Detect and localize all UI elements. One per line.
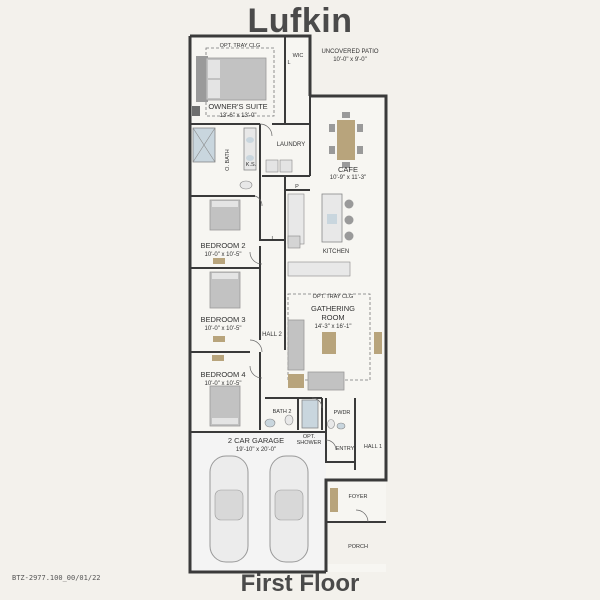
bath2-fixtures <box>264 399 346 430</box>
gathering-dims: 14'-3" x 16'-1" <box>315 324 352 330</box>
kitchen-label: KITCHEN <box>323 249 349 255</box>
bedroom3-dims: 10'-0" x 10'-5" <box>205 326 242 332</box>
bedroom3-label: BEDROOM 3 <box>200 315 245 324</box>
bath2-label: BATH 2 <box>273 409 292 415</box>
pwdr-label: PWDR <box>334 410 351 416</box>
owner-bath-fixtures <box>192 127 257 190</box>
hall1-label: HALL 1 <box>364 444 382 450</box>
gathering-tray-note: OPT. TRAY CLG <box>313 294 354 300</box>
garage-dims: 19'-10" x 20'-0" <box>236 447 276 453</box>
kitchen-island <box>287 193 354 277</box>
porch-label: PORCH <box>348 544 368 550</box>
bedroom4-bed <box>209 355 241 427</box>
bedroom2-dims: 10'-0" x 10'-5" <box>205 252 242 258</box>
porch-floor <box>328 522 386 564</box>
cafe-table <box>329 112 363 168</box>
owners-suite-label: OWNER'S SUITE <box>208 102 267 111</box>
floor-label: First Floor <box>240 570 360 597</box>
entry-label: ENTRY <box>336 446 355 452</box>
interior-walls <box>190 36 386 523</box>
patio-label: UNCOVERED PATIO <box>321 49 378 55</box>
owners-bed <box>192 56 267 116</box>
door-swings <box>249 123 369 523</box>
owners-suite-dims: 13'-6" x 13'-0" <box>220 113 257 119</box>
bedroom4-label: BEDROOM 4 <box>200 370 245 379</box>
pantry-label: P <box>295 184 299 190</box>
linen1-label: L <box>287 60 290 66</box>
gathering-furniture <box>287 319 382 391</box>
cafe-dims: 10'-9" x 11'-3" <box>330 175 366 181</box>
ks-label: K.S. <box>246 162 257 168</box>
linen2-label: L <box>271 236 274 242</box>
bedroom2-bed <box>209 199 241 264</box>
bedroom3-bed <box>209 271 241 342</box>
o-bath-label: O. BATH <box>225 149 231 171</box>
gathering-label-2: ROOM <box>321 313 344 322</box>
hall2-label: HALL 2 <box>262 332 282 338</box>
laundry-label: LAUNDRY <box>277 142 306 148</box>
foyer-bench <box>330 488 338 512</box>
patio-dims: 10'-0" x 9'-0" <box>333 57 367 63</box>
dryer <box>279 159 293 173</box>
plan-title: Lufkin <box>247 2 353 40</box>
owners-tray-note: OPT. TRAY CLG <box>220 43 261 49</box>
garage-label: 2 CAR GARAGE <box>228 436 284 445</box>
opt-shower-label: OPT. <box>303 434 316 440</box>
garage-cars <box>209 455 309 563</box>
foyer-label: FOYER <box>349 494 368 500</box>
wic-label: WIC <box>293 53 304 59</box>
patio-area <box>310 36 386 96</box>
bedroom2-label: BEDROOM 2 <box>200 241 245 250</box>
gathering-label: GATHERING <box>311 304 355 313</box>
cafe-label: CAFE <box>338 165 358 174</box>
bedroom4-dims: 10'-0" x 10'-5" <box>205 381 242 387</box>
washer <box>265 159 279 173</box>
opt-shower-label-2: SHOWER <box>297 440 322 446</box>
plan-code: BTZ-2977.100_00/01/22 <box>12 574 101 582</box>
